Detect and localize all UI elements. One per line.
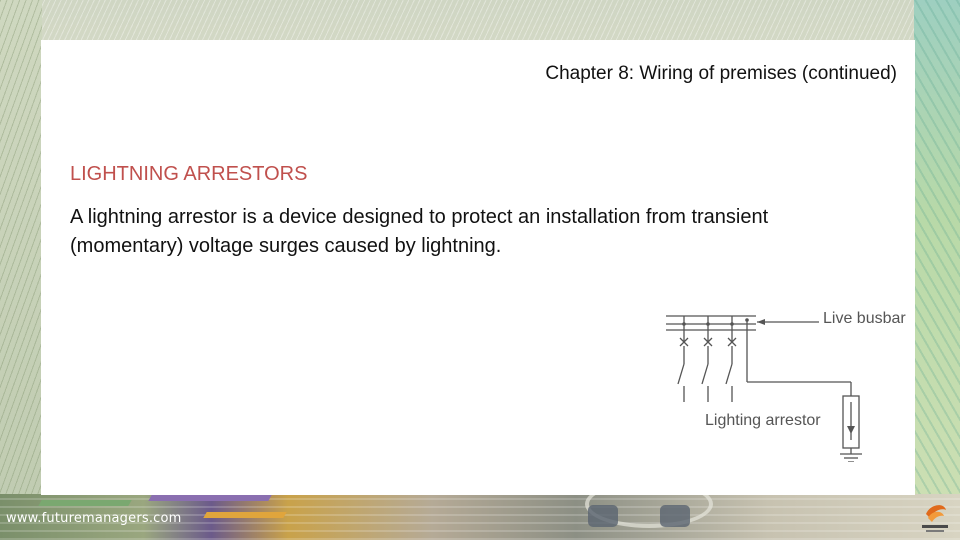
- busbar-label: Live busbar: [823, 310, 906, 327]
- decorative-knob: [588, 505, 618, 527]
- decorative-pipe: [203, 512, 287, 518]
- background-right-strip: [914, 0, 960, 540]
- decorative-pipe: [148, 495, 272, 501]
- body-paragraph: A lightning arrestor is a device designe…: [70, 206, 769, 257]
- decorative-ring: [585, 480, 713, 528]
- footer-website-link[interactable]: www.futuremanagers.com: [6, 511, 182, 526]
- chapter-title: Chapter 8: Wiring of premises (continued…: [545, 63, 897, 84]
- section-heading: LIGHTNING ARRESTORS: [70, 163, 308, 185]
- background-left-strip: [0, 0, 42, 540]
- decorative-knob: [660, 505, 690, 527]
- background-bottom-strip: [0, 494, 960, 540]
- arrestor-label: Lighting arrestor: [705, 412, 821, 429]
- content-panel: Chapter 8: Wiring of premises (continued…: [41, 40, 915, 495]
- future-managers-logo: [920, 500, 950, 534]
- circuit-schematic: [666, 315, 862, 462]
- lightning-arrestor-diagram: Live busbar Lighting arrestor: [661, 302, 906, 462]
- decorative-pipe: [38, 500, 132, 506]
